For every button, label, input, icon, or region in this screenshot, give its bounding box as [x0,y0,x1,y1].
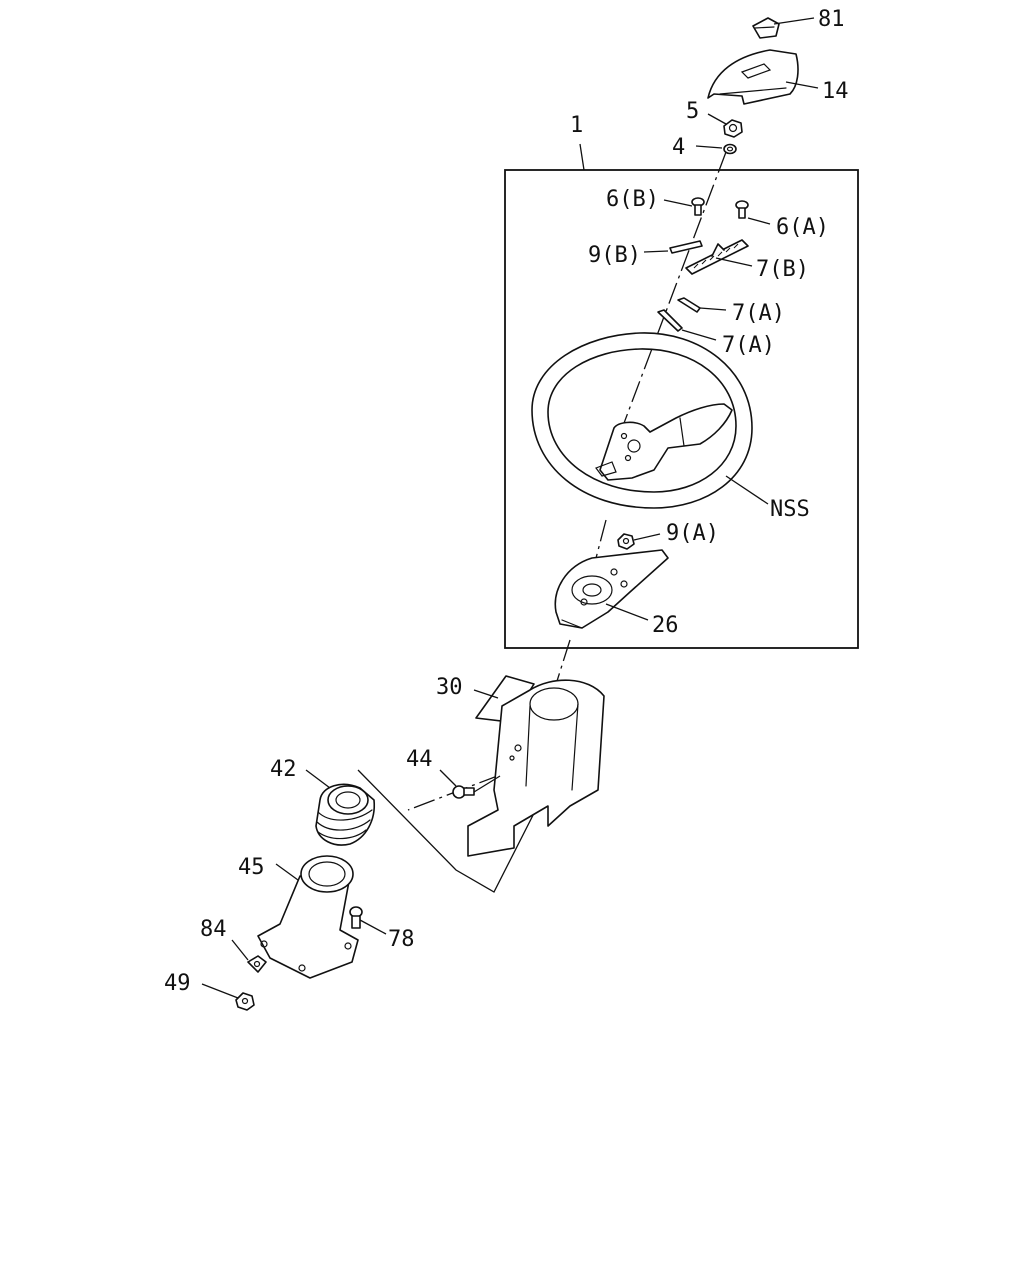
label-26: 26 [652,613,679,638]
nut-49[interactable] [235,992,255,1011]
label-14: 14 [822,79,849,104]
screw-78[interactable] [349,906,363,929]
label-81: 81 [818,7,845,32]
label-44: 44 [406,747,433,772]
label-1: 1 [570,113,583,138]
bracket-9b[interactable] [669,240,703,254]
label-7b: 7(B) [756,257,809,282]
washer-4[interactable] [723,143,737,155]
assembly-frame [504,169,859,649]
boot-42[interactable] [315,783,375,846]
column-base-45[interactable] [257,855,359,979]
label-9a: 9(A) [666,521,719,546]
spring-plate-7a-lower[interactable] [657,309,683,332]
label-49: 49 [164,971,191,996]
contact-plate-7b[interactable] [685,239,749,275]
screw-6a[interactable] [735,200,749,219]
label-9b: 9(B) [588,243,641,268]
nut-9a[interactable] [617,533,635,550]
label-42: 42 [270,757,297,782]
horn-cover-14[interactable] [707,49,799,105]
screw-44[interactable] [452,785,475,799]
label-78: 78 [388,927,415,952]
spring-plate-7a-upper[interactable] [677,297,701,313]
nut-5[interactable] [723,119,743,138]
label-84: 84 [200,917,227,942]
label-4: 4 [672,135,685,160]
label-nss: NSS [770,497,810,522]
washer-84[interactable] [247,955,267,973]
callout-labels: 81 14 5 4 1 6(B) 6(A) 9(B) 7(B) 7(A) 7(A… [164,7,849,996]
label-5: 5 [686,99,699,124]
hub-boss-26[interactable] [554,549,669,629]
label-6a: 6(A) [776,215,829,240]
clip-81[interactable] [752,17,780,39]
steering-wheel-nss[interactable] [531,332,753,509]
label-7a-upper: 7(A) [732,301,785,326]
callout-leader-lines [201,17,819,999]
column-cover-30[interactable] [467,675,605,857]
label-7a-lower: 7(A) [722,333,775,358]
label-6b: 6(B) [606,187,659,212]
label-45: 45 [238,855,265,880]
label-30: 30 [436,675,463,700]
screw-6b[interactable] [691,197,705,216]
